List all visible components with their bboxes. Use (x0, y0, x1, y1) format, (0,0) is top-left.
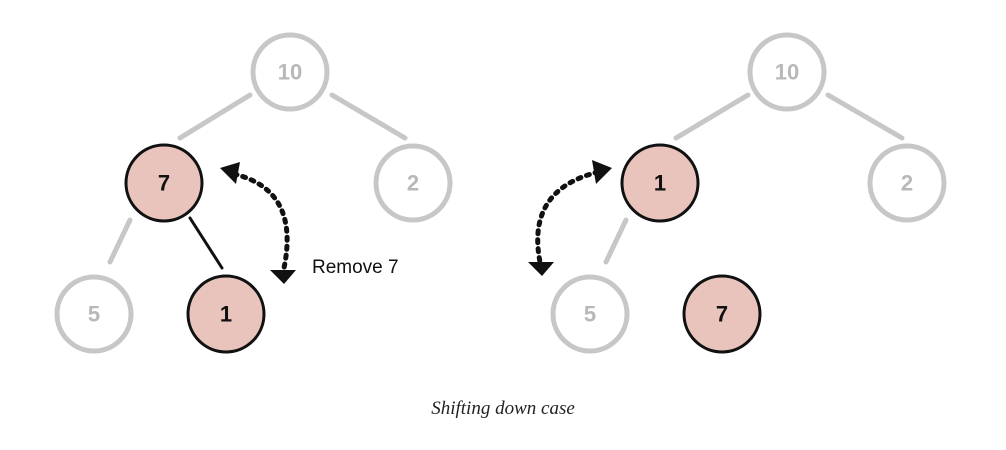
left-tree-swap-arrow-icon (220, 162, 296, 284)
right-tree-node-root-label: 10 (775, 60, 799, 85)
left-tree-node-root-label: 10 (278, 60, 302, 85)
left-tree: 10 7 2 5 1 Remove 7 (54, 32, 453, 354)
left-tree-edge-left-leftright (188, 216, 224, 270)
right-tree-swap-arrow-icon (528, 160, 612, 276)
right-tree-node-root: 10 (747, 32, 827, 112)
right-tree-node-left: 1 (620, 143, 700, 223)
left-tree-node-left: 7 (124, 143, 204, 223)
heap-diagram: 10 7 2 5 1 Remove 7 (54, 32, 947, 354)
right-tree-edge-root-left (673, 92, 751, 141)
left-tree-edge-root-left (177, 92, 253, 141)
left-tree-node-left-right: 1 (186, 274, 266, 354)
left-tree-edge-left-leftleft (107, 217, 133, 265)
left-tree-node-left-right-label: 1 (220, 302, 232, 327)
left-tree-edge-root-right (329, 92, 408, 141)
left-tree-node-right: 2 (373, 143, 453, 223)
right-tree-node-detached: 7 (682, 274, 762, 354)
left-tree-annotation: Remove 7 (312, 257, 399, 278)
right-tree-node-detached-label: 7 (716, 302, 728, 327)
right-tree-edge-root-right (825, 92, 905, 141)
right-tree-node-right-label: 2 (901, 171, 913, 196)
left-tree-node-left-left: 5 (54, 274, 134, 354)
right-tree-node-left-label: 1 (654, 171, 666, 196)
figure-caption: Shifting down case (431, 398, 575, 419)
left-tree-node-right-label: 2 (407, 171, 419, 196)
right-tree-node-left-left-label: 5 (584, 302, 596, 327)
right-tree-node-right: 2 (867, 143, 947, 223)
left-tree-node-root: 10 (250, 32, 330, 112)
right-tree-edge-left-leftleft (603, 217, 629, 265)
right-tree-node-left-left: 5 (550, 274, 630, 354)
left-tree-node-left-label: 7 (158, 171, 170, 196)
left-tree-node-left-left-label: 5 (88, 302, 100, 327)
right-tree: 10 1 2 5 7 (528, 32, 947, 354)
